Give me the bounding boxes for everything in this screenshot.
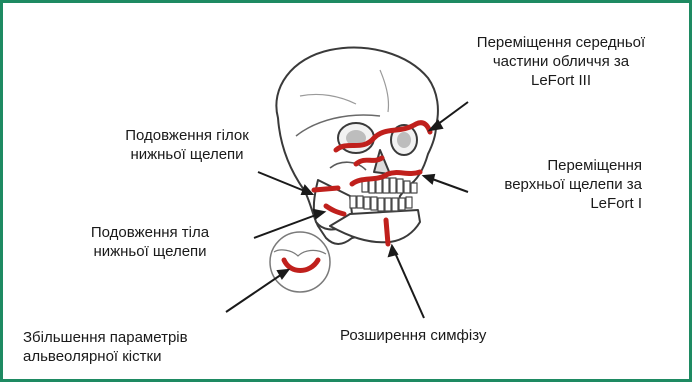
label-body-lengthening: Подовження тіла нижньої щелепи: [52, 223, 248, 261]
label-line: Розширення симфізу: [340, 326, 540, 345]
symphysis-cut-line: [386, 220, 388, 244]
label-line: нижньої щелепи: [92, 145, 282, 164]
label-line: верхньої щелепи за: [430, 175, 642, 194]
label-line: нижньої щелепи: [52, 242, 248, 261]
label-line: частини обличчя за: [446, 52, 676, 71]
label-line: альвеолярної кістки: [23, 347, 253, 366]
alveolar-inset: [270, 232, 330, 292]
label-line: Подовження гілок: [92, 126, 282, 145]
label-lefort-i: Переміщення верхньої щелепи за LeFort I: [430, 156, 642, 213]
label-ramus-lengthening: Подовження гілок нижньої щелепи: [92, 126, 282, 164]
label-alveolar-augmentation: Збільшення параметрів альвеолярної кістк…: [23, 328, 253, 366]
label-line: Збільшення параметрів: [23, 328, 253, 347]
label-line: Переміщення середньої: [446, 33, 676, 52]
label-lefort-iii: Переміщення середньої частини обличчя за…: [446, 33, 676, 90]
pointer-symphysis: [392, 246, 424, 318]
label-line: LeFort III: [446, 71, 676, 90]
label-line: Переміщення: [430, 156, 642, 175]
label-symphysis-widening: Розширення симфізу: [340, 326, 540, 345]
label-line: Подовження тіла: [52, 223, 248, 242]
label-line: LeFort I: [430, 194, 642, 213]
pointer-alveolar: [226, 270, 288, 312]
ramus-cut-line: [314, 188, 338, 190]
